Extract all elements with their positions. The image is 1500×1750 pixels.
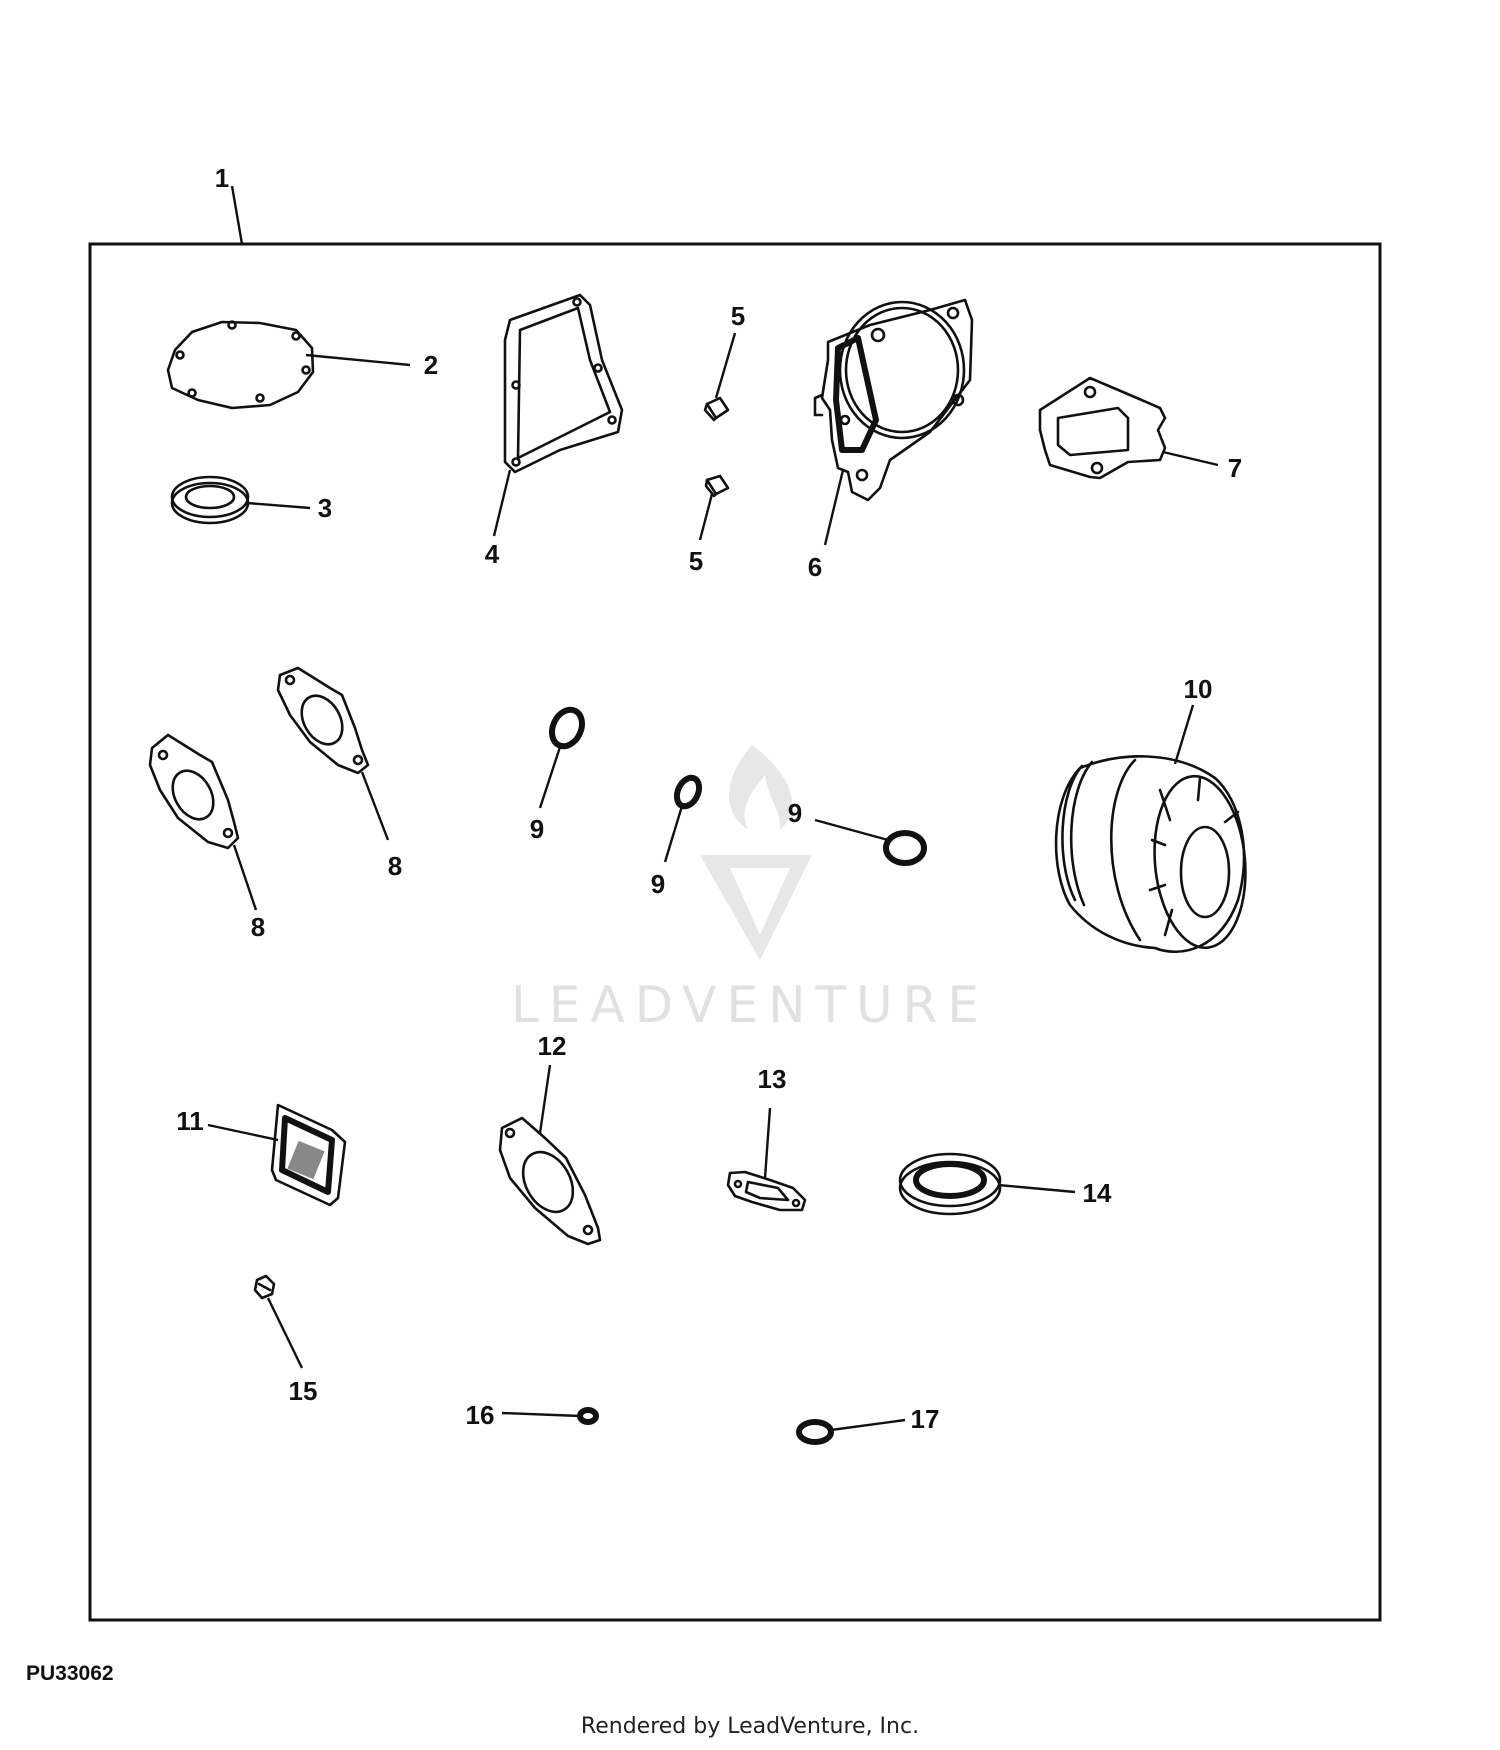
callout-3: 3 bbox=[318, 493, 332, 523]
callout-8a: 8 bbox=[251, 912, 265, 942]
part-9-o-ring-a bbox=[548, 706, 586, 750]
part-17-washer bbox=[796, 1419, 834, 1445]
watermark-logo bbox=[700, 745, 812, 960]
callout-5b: 5 bbox=[689, 546, 703, 576]
callout-7: 7 bbox=[1228, 453, 1242, 483]
part-16-o-ring bbox=[577, 1407, 599, 1425]
callout-13: 13 bbox=[758, 1064, 787, 1094]
diagram-code: PU33062 bbox=[26, 1662, 114, 1685]
part-12-carb-gasket bbox=[498, 1116, 602, 1246]
callout-12: 12 bbox=[538, 1031, 567, 1061]
callout-2: 2 bbox=[424, 350, 438, 380]
render-credit: Rendered by LeadVenture, Inc. bbox=[580, 1714, 920, 1739]
part-5-valve-seal-lower bbox=[704, 474, 730, 498]
callout-9b: 9 bbox=[651, 869, 665, 899]
callout-1: 1 bbox=[215, 163, 229, 193]
part-6-head-gasket bbox=[813, 298, 974, 502]
part-5-valve-seal-upper bbox=[703, 396, 730, 422]
part-3-oil-seal bbox=[170, 475, 250, 525]
callout-10: 10 bbox=[1184, 674, 1213, 704]
part-4-cover-gasket bbox=[503, 293, 624, 474]
callout-15: 15 bbox=[289, 1376, 318, 1406]
callout-16: 16 bbox=[466, 1400, 495, 1430]
callout-5a: 5 bbox=[731, 301, 745, 331]
part-9-o-ring-b bbox=[673, 774, 703, 810]
part-11-breather-plate bbox=[270, 1103, 347, 1207]
part-2-gasket bbox=[166, 320, 315, 410]
part-8-gasket-right bbox=[276, 666, 370, 775]
part-15-drain-plug bbox=[253, 1274, 276, 1300]
callout-8b: 8 bbox=[388, 851, 402, 881]
kit-boundary bbox=[88, 242, 1382, 1622]
part-13-small-gasket bbox=[726, 1170, 807, 1212]
callout-14: 14 bbox=[1083, 1178, 1112, 1208]
callout-9a: 9 bbox=[530, 814, 544, 844]
callout-6: 6 bbox=[808, 552, 822, 582]
part-7-exhaust-gasket bbox=[1038, 376, 1167, 480]
callout-17: 17 bbox=[911, 1404, 940, 1434]
part-10-oil-filter bbox=[1054, 755, 1247, 953]
part-14-oil-seal bbox=[898, 1152, 1002, 1216]
part-9-o-ring-c bbox=[883, 830, 927, 866]
watermark-text: LEADVENTURE bbox=[511, 976, 989, 1034]
part-8-gasket-left bbox=[148, 733, 240, 850]
callout-9c: 9 bbox=[788, 798, 802, 828]
callout-4a: 4 bbox=[485, 539, 500, 569]
callout-11: 11 bbox=[176, 1106, 204, 1136]
